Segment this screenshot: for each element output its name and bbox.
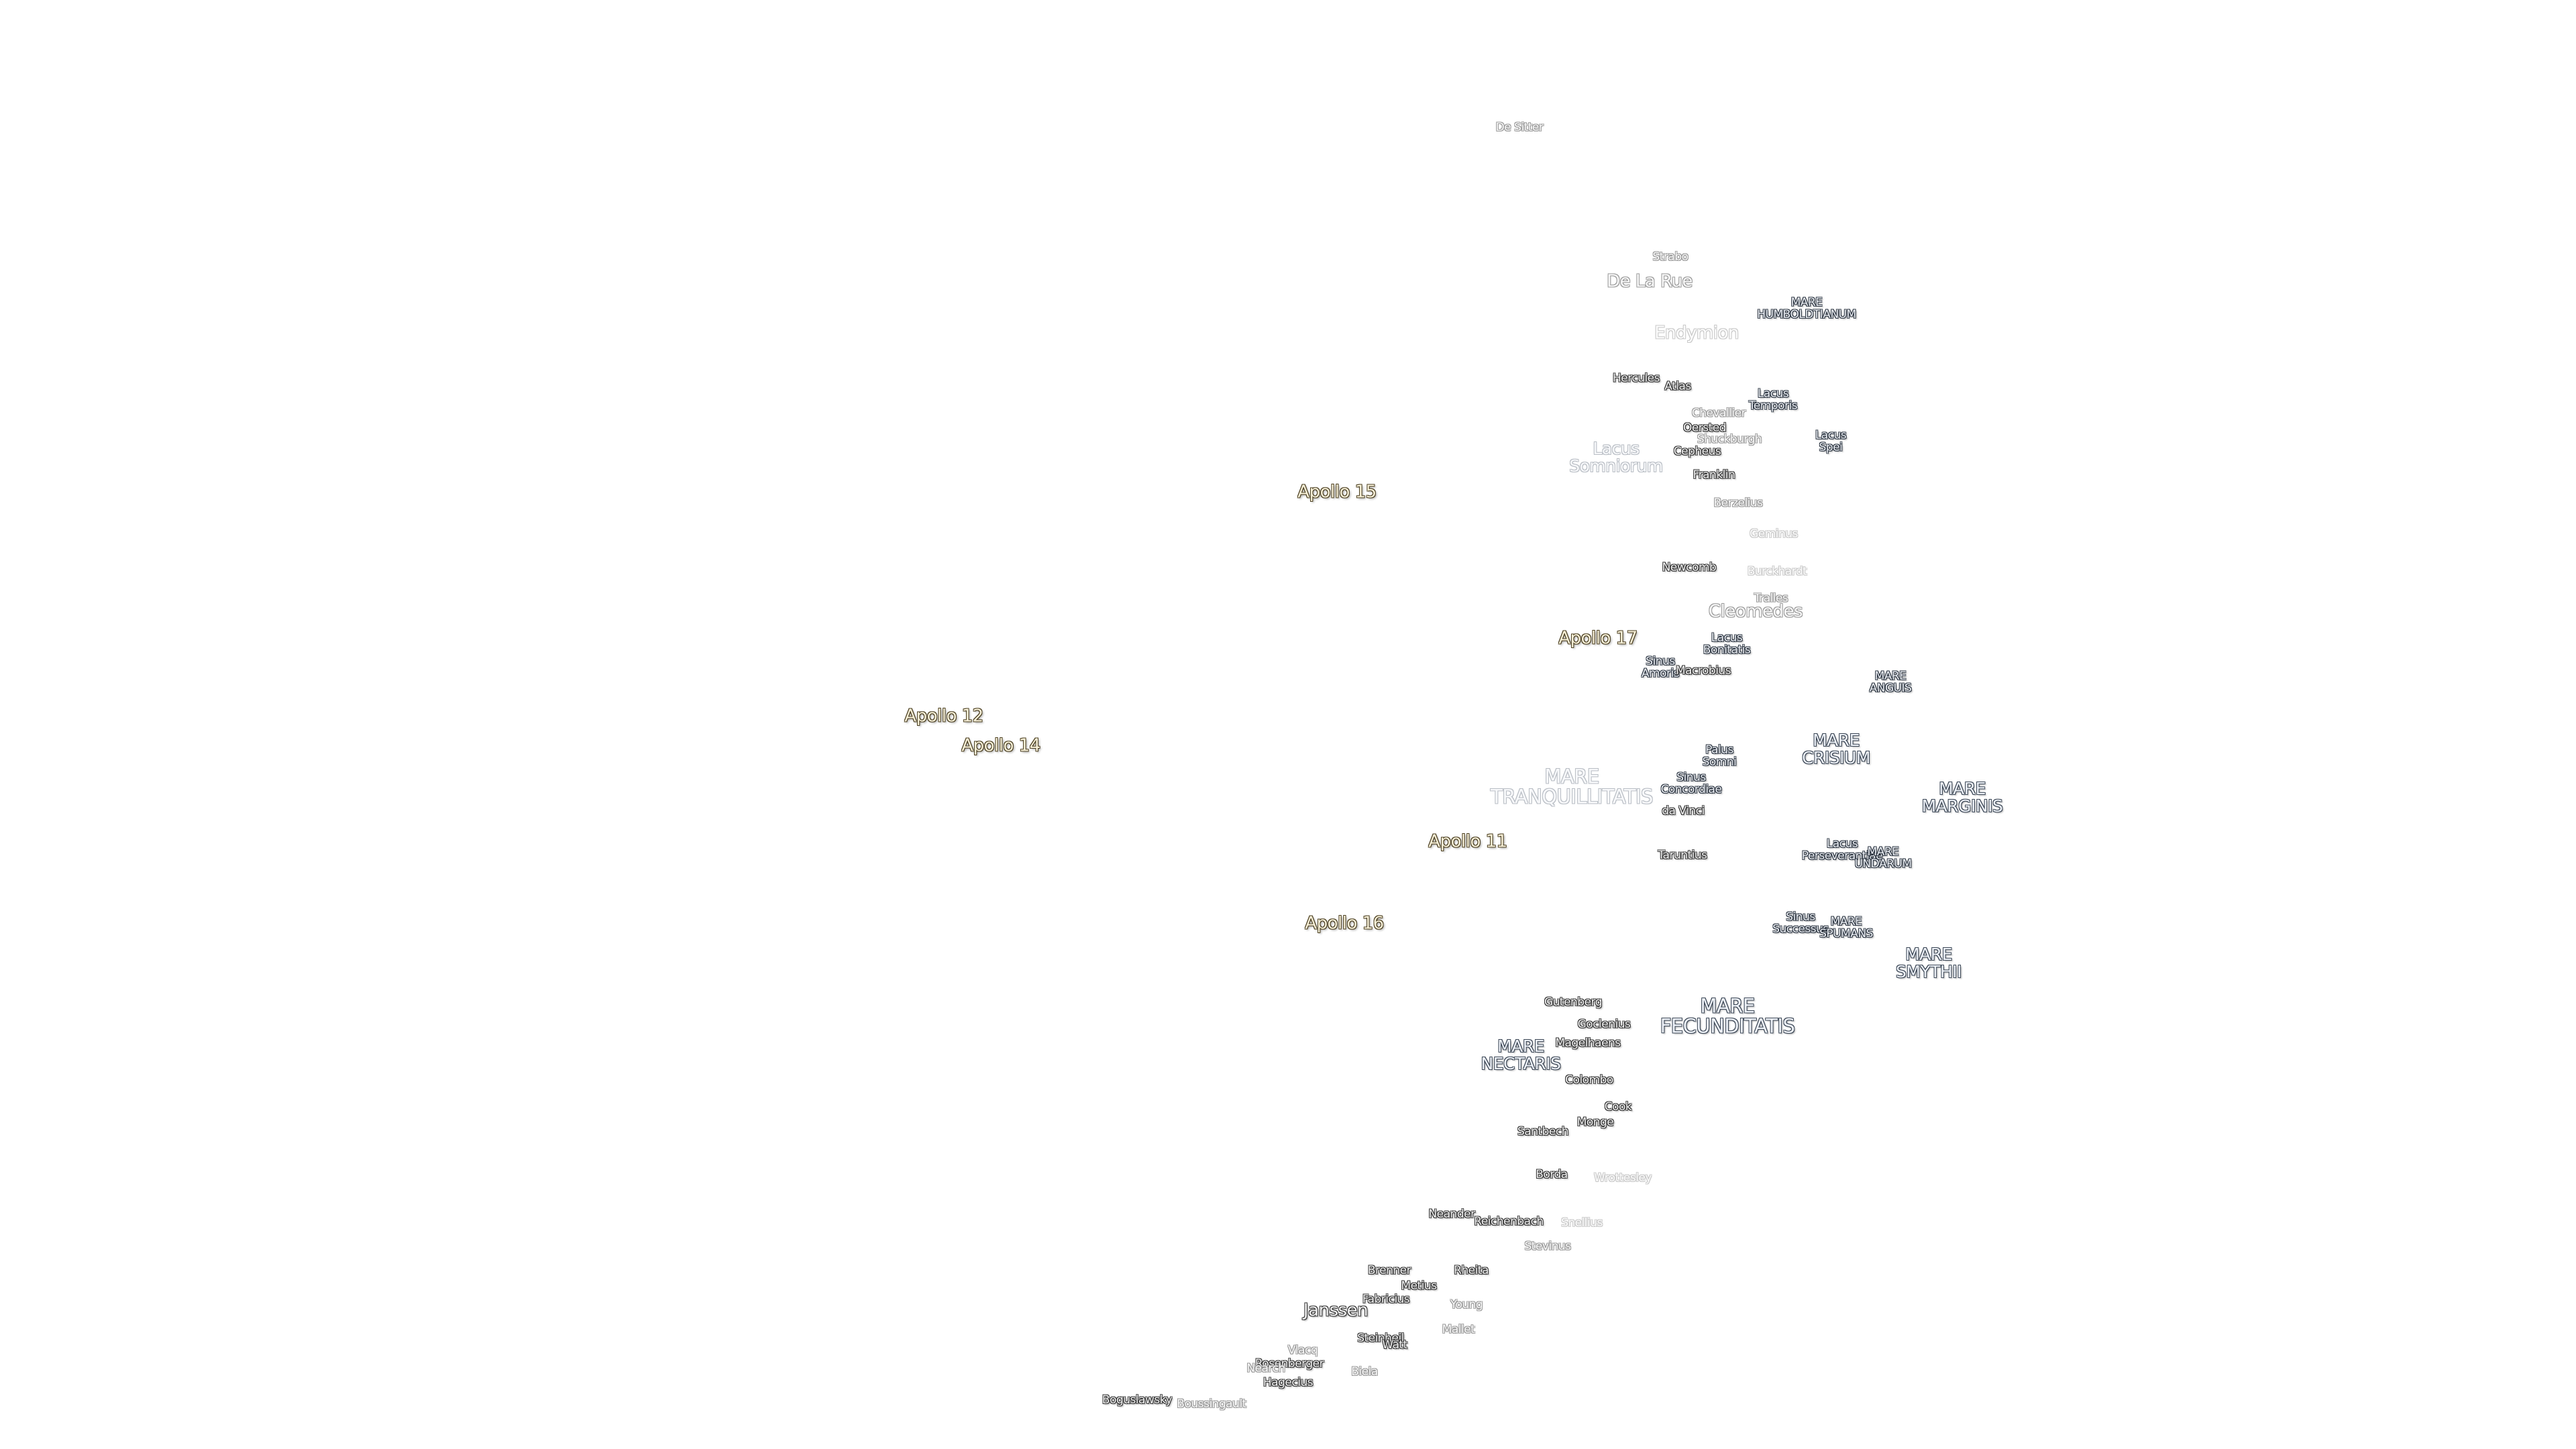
crater-label-mallet: Mallet	[1442, 1323, 1475, 1337]
crater-label-santbech: Santbech	[1517, 1125, 1569, 1139]
crater-label-burckhardt: Burckhardt	[1747, 565, 1807, 579]
apollo-15-landing-label: Apollo 15	[1297, 482, 1377, 502]
crater-label-janssen: Janssen	[1303, 1300, 1368, 1321]
crater-label-tralles: Tralles	[1754, 592, 1788, 606]
crater-label-reichenbach: Reichenbach	[1474, 1215, 1544, 1229]
crater-label-macrobius: Macrobius	[1675, 664, 1731, 678]
crater-label-atlas: Atlas	[1664, 380, 1691, 394]
sea-label-sinus-successus: Sinus Successus	[1772, 910, 1829, 936]
crater-label-cepheus: Cepheus	[1673, 445, 1721, 459]
crater-label-boguslawsky: Boguslawsky	[1102, 1393, 1173, 1407]
crater-label-franklin: Franklin	[1693, 468, 1735, 482]
crater-label-wrottesley: Wrottesley	[1594, 1171, 1652, 1185]
crater-label-de-la-rue: De La Rue	[1607, 271, 1693, 292]
sea-label-mare-fecunditatis: MARE FECUNDITATIS	[1660, 994, 1795, 1038]
crater-label-steinheil: Steinheil	[1357, 1332, 1404, 1346]
crater-label-endymion: Endymion	[1654, 323, 1739, 343]
apollo-12-landing-label: Apollo 12	[904, 706, 983, 727]
apollo-14-landing-label: Apollo 14	[961, 735, 1040, 756]
sea-label-mare-tranquillitatis: MARE TRANQUILLITATIS	[1491, 765, 1653, 808]
crater-label-cleomedes: Cleomedes	[1708, 601, 1803, 622]
crater-label-goclenius: Goclenius	[1577, 1018, 1631, 1032]
crater-label-chevallier: Chevallier	[1691, 407, 1746, 421]
crater-label-stevinus: Stevinus	[1524, 1240, 1571, 1254]
sea-label-sinus-concordiae: Sinus Concordiae	[1660, 771, 1722, 796]
sea-label-mare-humboldtianum: MARE HUMBOLDTIANUM	[1757, 296, 1856, 321]
crater-label-nearch: Nearch	[1246, 1362, 1285, 1376]
crater-label-hagecius: Hagecius	[1263, 1376, 1313, 1390]
crater-label-de-sitter: De Sitter	[1495, 121, 1544, 135]
crater-label-geminus: Geminus	[1750, 527, 1798, 541]
crater-label-strabo: Strabo	[1652, 250, 1688, 264]
crater-label-rheita: Rheita	[1454, 1264, 1489, 1278]
sea-label-mare-undarum: MARE UNDARUM	[1854, 845, 1912, 871]
crater-label-rosenberger: Rosenberger	[1254, 1357, 1324, 1371]
crater-label-boussingault: Boussingault	[1177, 1397, 1246, 1411]
sea-label-mare-nectaris: MARE NECTARIS	[1481, 1036, 1562, 1073]
crater-label-vlacq: Vlacq	[1287, 1344, 1318, 1358]
sea-label-mare-anguis: MARE ANGUIS	[1869, 669, 1912, 695]
crater-label-young: Young	[1450, 1298, 1483, 1312]
sea-label-mare-marginis: MARE MARGINIS	[1921, 778, 2003, 816]
crater-label-gutenberg: Gutenberg	[1544, 996, 1603, 1010]
crater-label-neander: Neander	[1428, 1208, 1475, 1222]
sea-label-sinus-amoris: Sinus Amoris	[1641, 655, 1680, 680]
sea-label-lacus-temporis: Lacus Temporis	[1748, 387, 1798, 413]
crater-label-watt: Watt	[1382, 1338, 1407, 1352]
apollo-17-landing-label: Apollo 17	[1558, 628, 1638, 649]
sea-label-lacus-bonitatis: Lacus Bonitatis	[1703, 631, 1751, 657]
sea-label-palus-somni: Palus Somni	[1702, 743, 1737, 769]
crater-label-metius: Metius	[1401, 1279, 1437, 1293]
sea-label-lacus-perseverantiae: Lacus Perseverantiae	[1801, 837, 1883, 863]
sea-label-mare-crisium: MARE CRISIUM	[1802, 730, 1870, 767]
sea-label-mare-smythii: MARE SMYTHII	[1895, 944, 1962, 981]
crater-label-snellius: Snellius	[1561, 1216, 1603, 1230]
sea-label-lacus-somniorum: Lacus Somniorum	[1569, 438, 1663, 476]
apollo-16-landing-label: Apollo 16	[1305, 913, 1384, 934]
crater-label-oersted: Oersted	[1682, 421, 1727, 435]
apollo-11-landing-label: Apollo 11	[1428, 831, 1507, 852]
crater-label-magelhaens: Magelhaens	[1555, 1036, 1621, 1051]
crater-label-biela: Biela	[1351, 1365, 1378, 1379]
crater-label-hercules: Hercules	[1612, 372, 1660, 386]
crater-label-shuckburgh: Shuckburgh	[1697, 433, 1762, 447]
crater-label-newcomb: Newcomb	[1662, 561, 1717, 575]
crater-label-cook: Cook	[1604, 1100, 1632, 1114]
crater-label-colombo: Colombo	[1565, 1073, 1613, 1087]
crater-label-brenner: Brenner	[1367, 1264, 1411, 1278]
crater-label-fabricius: Fabricius	[1362, 1293, 1410, 1307]
sea-label-mare-spumans: MARE SPUMANS	[1819, 915, 1873, 941]
crater-label-taruntius: Taruntius	[1658, 849, 1707, 863]
crater-label-monge: Monge	[1576, 1116, 1614, 1130]
crater-label-da-vinci: da Vinci	[1662, 804, 1705, 818]
crater-label-berzelius: Berzelius	[1713, 496, 1763, 511]
crater-label-borda: Borda	[1536, 1168, 1568, 1182]
sea-label-lacus-spei: Lacus Spei	[1815, 429, 1847, 454]
